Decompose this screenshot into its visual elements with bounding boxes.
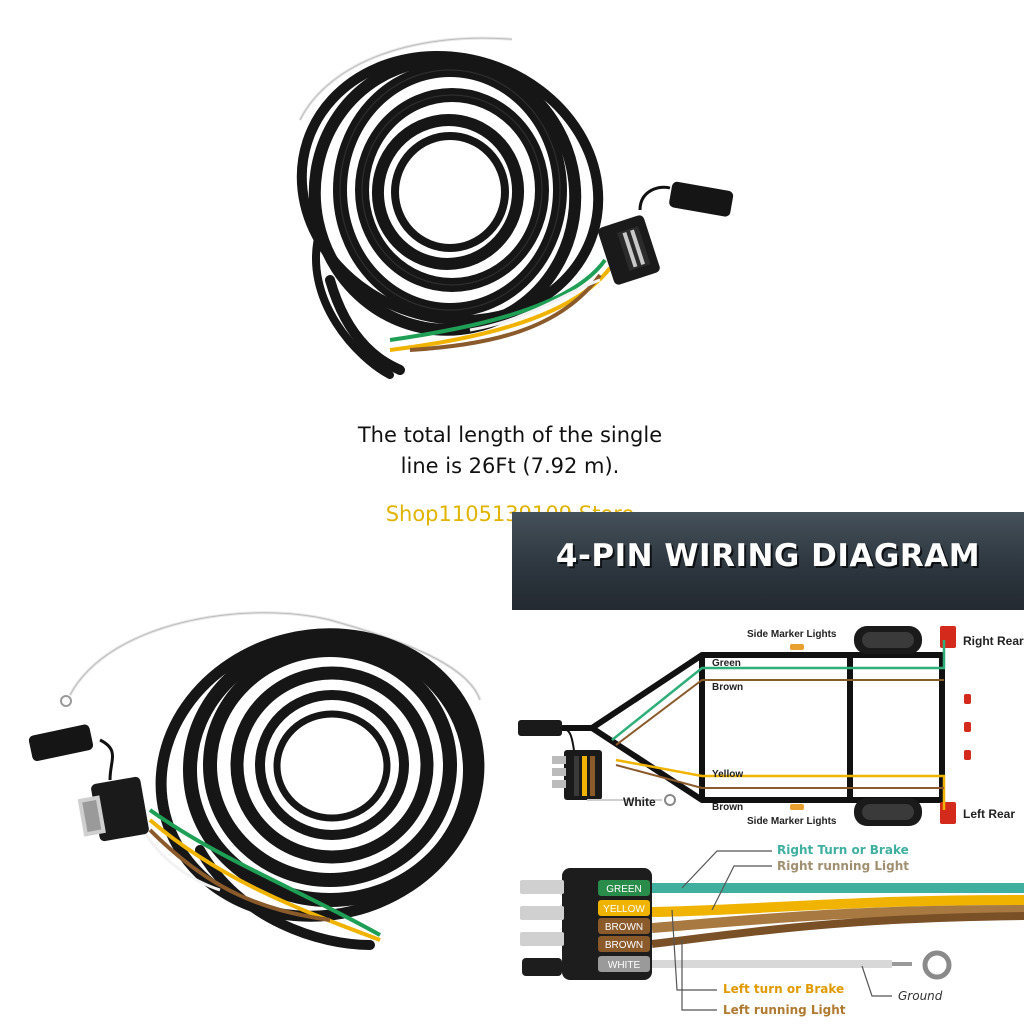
side-marker-top [790,644,804,650]
diagram-dust-cap [518,720,562,736]
connector-top [389,181,734,352]
label-brown-top: Brown [712,682,743,693]
trailer-wiring-diagram: Side Marker Lights Side Marker Lights Ri… [518,626,1024,1017]
pin-label-1: GREEN [606,884,642,895]
label-right-rear: Right Rear [963,634,1024,648]
pin-label-3: BROWN [605,922,643,933]
product-photo-top [298,36,512,121]
pin-label-2: YELLOW [603,904,645,915]
ground-ring-terminal [922,950,952,980]
diagram-title: 4-PIN WIRING DIAGRAM [555,538,981,574]
pin-label-4: BROWN [605,940,643,951]
dust-cap-bottom [28,724,94,762]
diagram-title-banner: 4-PIN WIRING DIAGRAM [512,512,1024,610]
ring-terminal-bottom [60,695,72,707]
label-green: Green [712,658,741,669]
label-yellow: Yellow [712,769,743,780]
pin-label-5: WHITE [608,960,641,971]
func-right-running: Right running Light [777,859,909,873]
connector-body-bottom [91,776,149,842]
label-left-rear: Left Rear [963,807,1015,821]
func-ground: Ground [898,989,943,1003]
trailer-frame [589,652,945,803]
coil-top [296,50,604,379]
label-side-marker-top: Side Marker Lights [747,629,837,640]
func-left-turn: Left turn or Brake [723,982,844,996]
label-white: White [623,795,656,809]
label-side-marker-bottom: Side Marker Lights [747,816,837,827]
right-rear-light [940,626,956,648]
func-left-running: Left running Light [723,1003,846,1017]
length-caption: The total length of the single line is 2… [300,420,720,482]
side-marker-bottom [790,804,804,810]
left-rear-light [940,802,956,824]
product-photo-bottom [28,611,485,950]
caption-line-1: The total length of the single [357,423,663,447]
func-right-turn: Right Turn or Brake [777,843,909,857]
dust-cap-top [669,181,734,217]
caption-line-2: line is 26Ft (7.92 m). [400,454,620,478]
label-brown-bottom: Brown [712,802,743,813]
